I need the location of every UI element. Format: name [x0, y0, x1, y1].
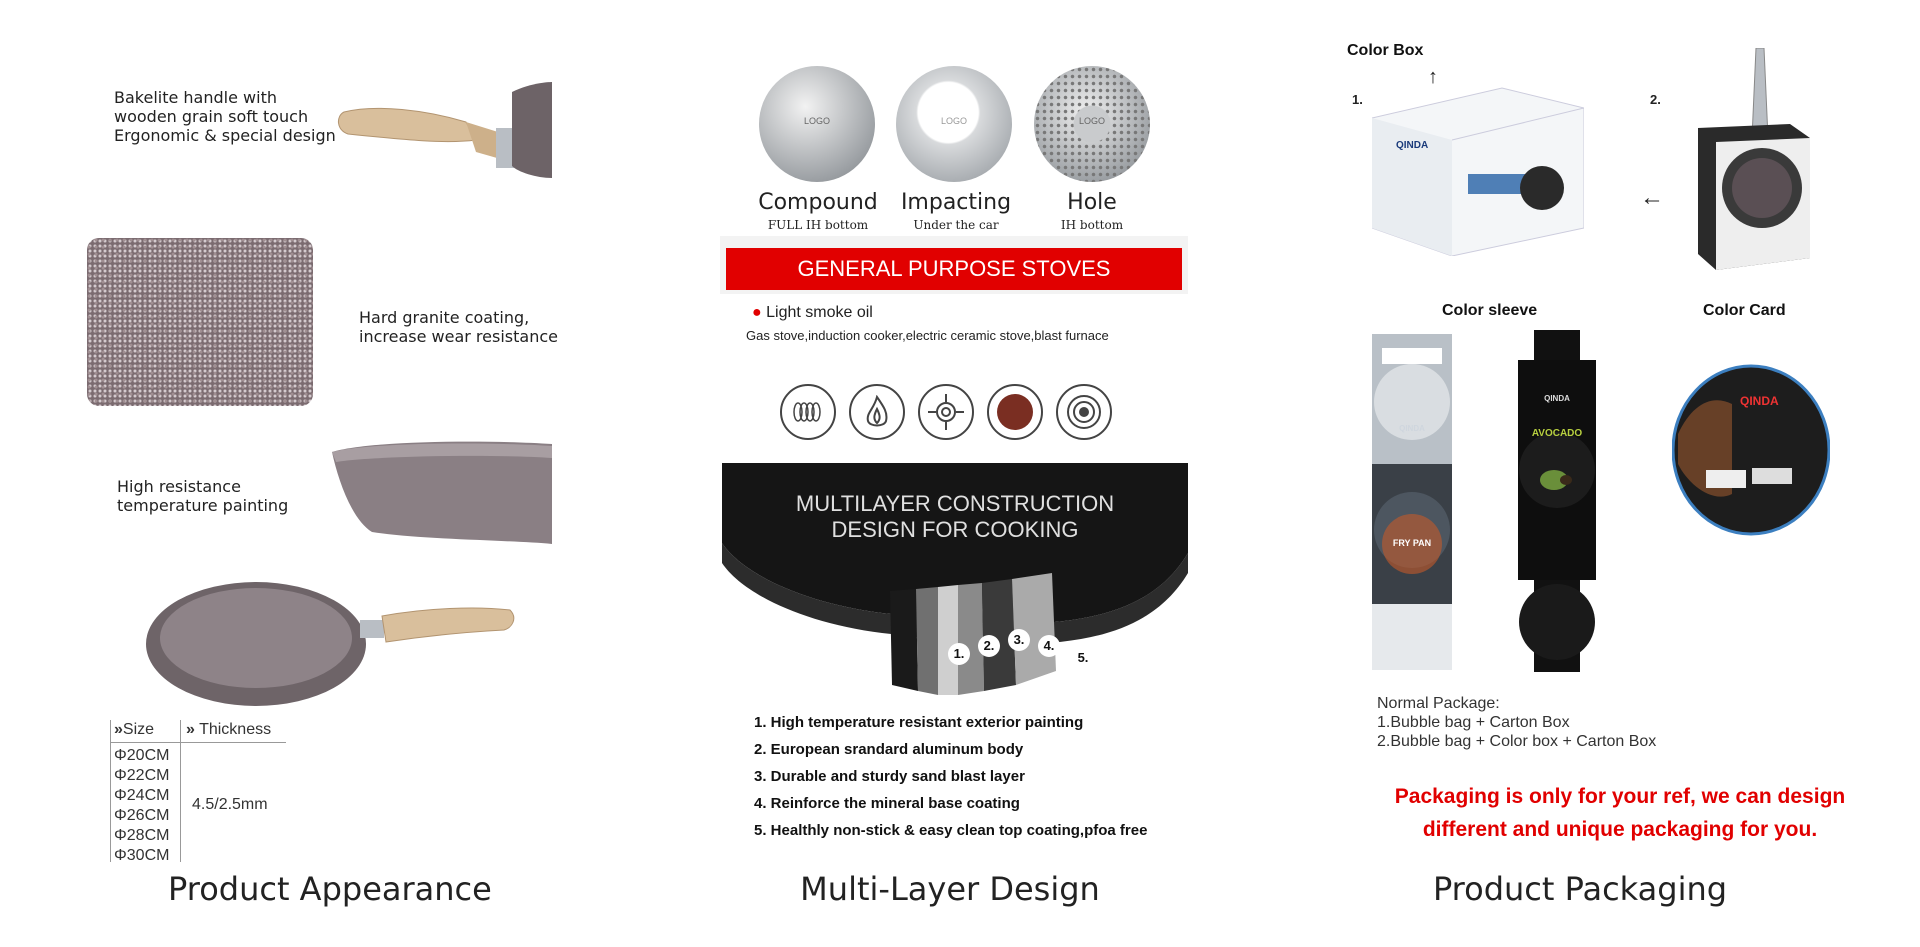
- granite-coating-image: [87, 238, 313, 406]
- size-header-text: Size: [122, 721, 155, 738]
- size-cell: Φ30CM: [114, 847, 170, 864]
- size-cell: Φ20CM: [114, 747, 170, 764]
- color-sleeve-label: Color sleeve: [1442, 302, 1538, 319]
- feature-handle-text: Bakelite handle with wooden grain soft t…: [114, 88, 336, 145]
- option-number-1: 1.: [1352, 92, 1363, 107]
- compound-disc-image: LOGO: [759, 66, 875, 182]
- table-divider: [110, 742, 286, 743]
- stoves-line: Gas stove,induction cooker,electric cera…: [746, 328, 1109, 343]
- size-cell: Φ28CM: [114, 827, 170, 844]
- sleeve-brand-text: QINDA: [1544, 394, 1570, 403]
- layer-number-badge: 4.: [1038, 635, 1060, 657]
- handle-image: [338, 82, 552, 178]
- feature-paint-line: temperature painting: [117, 496, 289, 515]
- layer-item: 4. Reinforce the mineral base coating: [754, 795, 1020, 812]
- layer-item: 2. European srandard aluminum body: [754, 741, 1024, 758]
- induction-coil-icon: [780, 384, 836, 440]
- card-brand-text: QINDA: [1740, 394, 1779, 408]
- feature-handle-line: wooden grain soft touch: [114, 107, 309, 126]
- packaging-note-line: different and unique packaging for you.: [1422, 818, 1818, 841]
- normal-package-line: 1.Bubble bag + Carton Box: [1377, 714, 1570, 731]
- thickness-header: » Thickness: [186, 721, 272, 738]
- layer-item: 5. Healthly non-stick & easy clean top c…: [754, 822, 1148, 839]
- feature-coating-line: Hard granite coating,: [359, 308, 530, 327]
- feature-handle-line: Ergonomic & special design: [114, 126, 336, 145]
- disc-logo: LOGO: [940, 116, 967, 126]
- thickness-header-text: Thickness: [199, 721, 272, 738]
- gas-flame-icon: [849, 384, 905, 440]
- layer-number-badge: 5.: [1072, 647, 1094, 669]
- table-divider: [180, 720, 181, 862]
- layer-list: 1. High temperature resistant exterior p…: [754, 714, 1147, 849]
- multilayer-construction-image: MULTILAYER CONSTRUCTION DESIGN FOR COOKI…: [722, 463, 1188, 703]
- layer-number-badge: 2.: [978, 635, 1000, 657]
- hole-label: Hole: [1067, 190, 1117, 215]
- feature-paint-line: High resistance: [117, 477, 241, 496]
- arrow-left-icon: ←: [1640, 184, 1664, 211]
- disc-logo: LOGO: [803, 116, 830, 126]
- construction-title-line: MULTILAYER CONSTRUCTION: [795, 491, 1115, 516]
- feature-coating-text: Hard granite coating, increase wear resi…: [359, 308, 558, 346]
- layer-number-badge: 3.: [1008, 629, 1030, 651]
- disc-logo: LOGO: [1078, 116, 1105, 126]
- size-cell: Φ24CM: [114, 787, 170, 804]
- hole-disc-image: LOGO: [1034, 66, 1150, 182]
- normal-package: Normal Package: 1.Bubble bag + Carton Bo…: [1377, 694, 1656, 751]
- general-purpose-banner: GENERAL PURPOSE STOVES: [726, 248, 1182, 290]
- hole-sub-label: IH bottom: [1060, 218, 1124, 232]
- option-number-2: 2.: [1650, 92, 1661, 107]
- oil-bullet: ● Light smoke oil: [752, 304, 873, 322]
- caption-product-packaging: Product Packaging: [1432, 870, 1728, 908]
- feature-coating-line: increase wear resistance: [359, 327, 558, 346]
- color-card-label: Color Card: [1703, 302, 1786, 319]
- size-cell: Φ22CM: [114, 767, 170, 784]
- ceramic-plate-icon: [987, 384, 1043, 440]
- bullet-dot-icon: ●: [752, 304, 762, 321]
- caption-product-appearance: Product Appearance: [168, 870, 492, 908]
- impacting-disc-image: LOGO: [896, 66, 1012, 182]
- normal-package-line: 2.Bubble bag + Color box + Carton Box: [1377, 733, 1657, 750]
- feature-handle-line: Bakelite handle with: [114, 88, 277, 107]
- electric-hob-icon: [1056, 384, 1112, 440]
- feature-paint-text: High resistance temperature painting: [117, 477, 288, 515]
- size-cell: Φ26CM: [114, 807, 170, 824]
- compound-sub-label: FULL IH bottom: [767, 218, 869, 232]
- packaging-note: Packaging is only for your ref, we can d…: [1360, 780, 1880, 846]
- table-divider: [110, 720, 111, 862]
- pan-box-image: [1698, 48, 1810, 270]
- layer-item: 1. High temperature resistant exterior p…: [754, 714, 1084, 731]
- frying-pan-image: [146, 582, 515, 706]
- size-header: »Size: [114, 721, 155, 738]
- color-card-image: [1672, 364, 1830, 536]
- oil-bullet-text: Light smoke oil: [766, 304, 873, 321]
- color-box-label: Color Box: [1347, 42, 1424, 59]
- compound-label: Compound: [758, 190, 878, 215]
- fry-pan-text: FRY PAN: [1392, 538, 1432, 548]
- thickness-cell: 4.5/2.5mm: [192, 796, 268, 813]
- size-table: »Size » Thickness Φ20CM Φ22CM Φ24CM Φ26C…: [110, 720, 286, 864]
- gas-burner-icon: [918, 384, 974, 440]
- color-sleeve-grey-image: [1372, 334, 1452, 670]
- pan-side-image: [332, 441, 552, 544]
- caption-multilayer-design: Multi-Layer Design: [800, 870, 1100, 908]
- svg-text:QINDA: QINDA: [1396, 140, 1428, 151]
- layer-number-badge: 1.: [948, 643, 970, 665]
- sleeve-brand-text: QINDA: [1399, 424, 1425, 433]
- color-box-image: QINDA: [1372, 87, 1584, 256]
- construction-title: MULTILAYER CONSTRUCTION DESIGN FOR COOKI…: [722, 491, 1188, 543]
- size-list: Φ20CM Φ22CM Φ24CM Φ26CM Φ28CM Φ30CM: [114, 746, 169, 866]
- normal-package-title: Normal Package:: [1377, 695, 1500, 712]
- avocado-text: AVOCADO: [1531, 428, 1583, 439]
- arrow-up-icon: ↑: [1428, 66, 1438, 88]
- impacting-sub-label: Under the car: [913, 218, 999, 232]
- impacting-label: Impacting: [900, 190, 1012, 215]
- layer-item: 3. Durable and sturdy sand blast layer: [754, 768, 1025, 785]
- construction-title-line: DESIGN FOR COOKING: [831, 517, 1079, 542]
- packaging-note-line: Packaging is only for your ref, we can d…: [1394, 785, 1846, 808]
- color-sleeve-black-image: [1518, 330, 1596, 672]
